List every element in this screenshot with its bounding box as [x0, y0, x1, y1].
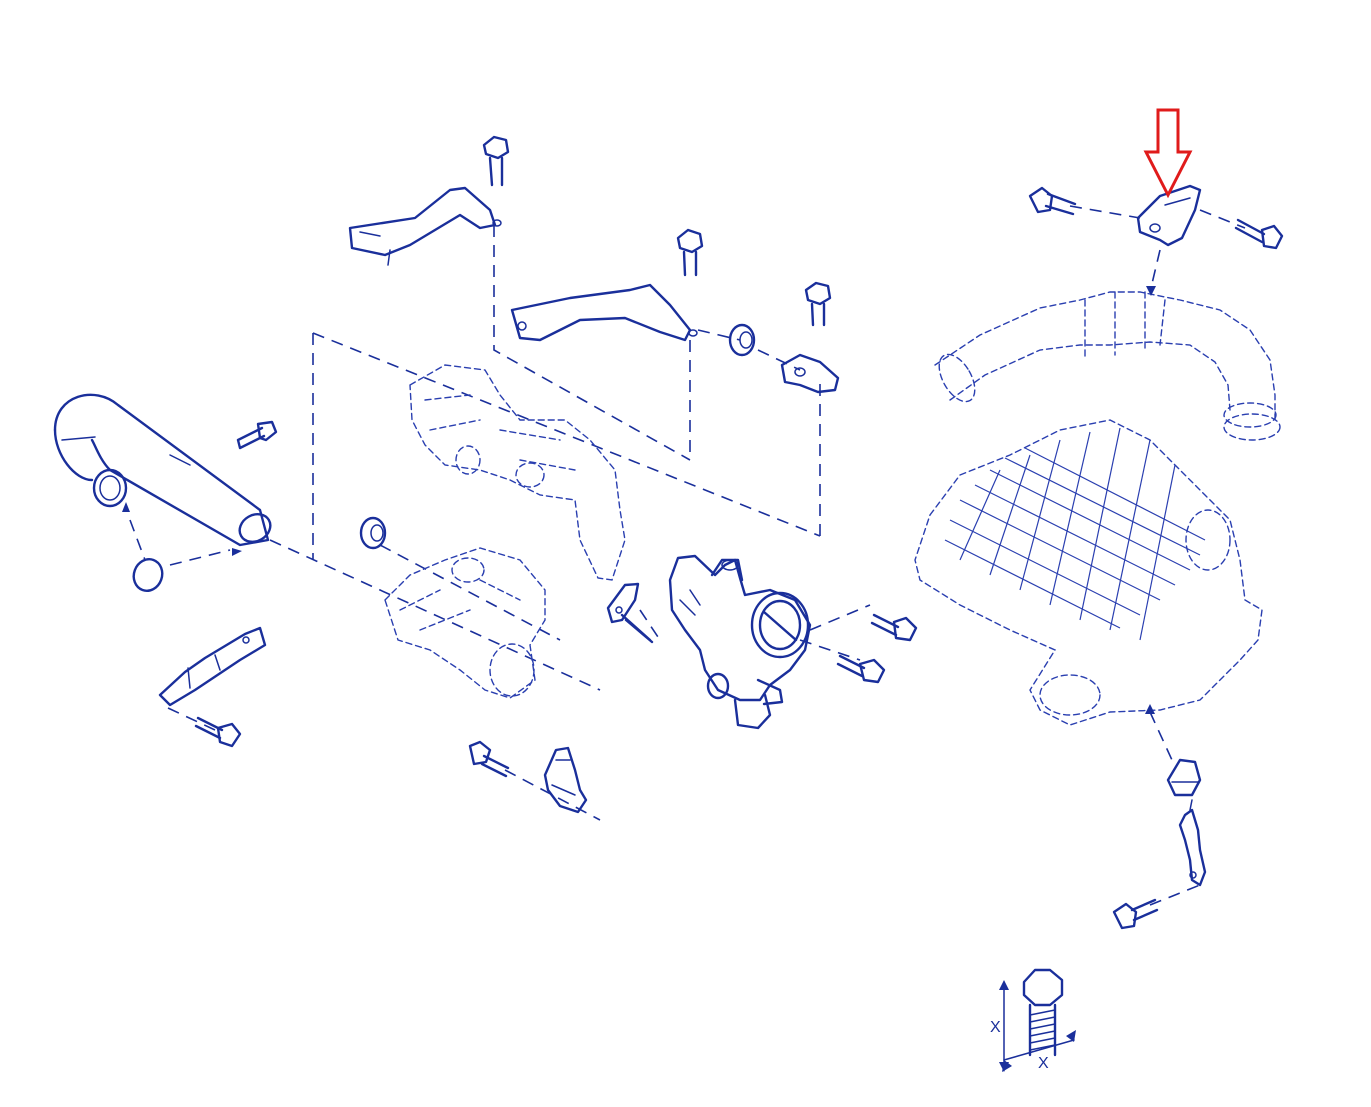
intake-hose-left: [53, 393, 272, 547]
valve-housing-upper: [409, 364, 626, 581]
throttle-body: [668, 554, 812, 730]
support-bracket-center: [510, 283, 698, 342]
bolt: [236, 420, 278, 450]
bolt: [1234, 218, 1284, 250]
bolt: [836, 654, 886, 684]
bolt: [468, 740, 510, 778]
assembly-lines: [129, 205, 1246, 906]
support-bracket-lower-right: [1178, 799, 1207, 887]
valve-housing-lower: [384, 547, 546, 699]
bolt: [1028, 186, 1077, 216]
grommet: [359, 516, 387, 550]
grommet: [728, 323, 756, 357]
bolt: [1112, 898, 1159, 930]
clip-bracket: [780, 353, 840, 394]
support-bracket-lower-left: [158, 626, 267, 707]
mounting-bracket-highlighted: [1136, 184, 1202, 247]
arrow-icon: [1145, 704, 1155, 714]
sensor-with-pin: [606, 582, 654, 644]
support-bracket-upper-left: [348, 186, 502, 266]
dimension-label-length: X: [990, 1019, 1001, 1036]
bolt: [482, 135, 510, 187]
bolt: [194, 716, 242, 748]
arrow-icon: [122, 502, 130, 512]
arrow-icon: [1146, 286, 1156, 296]
bolt: [676, 228, 704, 277]
bolt: [804, 281, 832, 327]
hose-o-ring: [132, 558, 164, 592]
bolt-dimension-detail: X X: [990, 968, 1076, 1072]
support-bracket-lower-center: [543, 746, 588, 814]
dimension-label-width: X: [1038, 1055, 1049, 1072]
intake-hose-right: [934, 291, 1281, 441]
highlight-arrow-icon: [1143, 108, 1193, 199]
arrow-icon: [232, 548, 242, 556]
rubber-mount: [1166, 758, 1202, 797]
bolt: [870, 613, 918, 642]
intake-manifold: [914, 419, 1263, 726]
